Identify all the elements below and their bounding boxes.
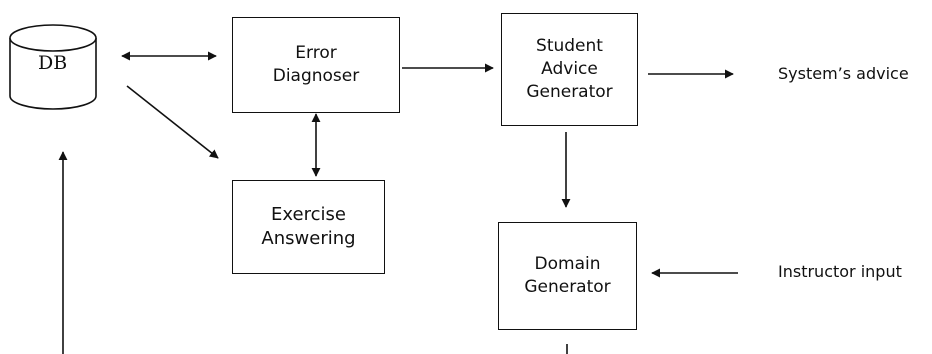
exercise-answering-line-1: Exercise (271, 203, 346, 225)
student-advice-generator-line-1: Student (536, 36, 603, 57)
student-advice-generator-line-2: Advice (541, 59, 598, 80)
error-diagnoser-box: Error Diagnoser (232, 17, 400, 113)
exercise-answering-box: Exercise Answering (232, 180, 385, 274)
error-diagnoser-line-2: Diagnoser (272, 66, 360, 86)
domain-generator-line-2: Generator (524, 277, 611, 297)
db-cylinder-icon (9, 24, 97, 110)
domain-generator-line-1: Domain (534, 254, 601, 275)
instructor-input-label: Instructor input (778, 262, 902, 281)
exercise-answering-line-2: Answering (261, 228, 356, 249)
student-advice-generator-box: Student Advice Generator (501, 13, 638, 126)
student-advice-generator-line-3: Generator (526, 81, 613, 102)
error-diagnoser-line-1: Error (295, 43, 337, 64)
db-label: DB (38, 52, 68, 74)
arrow-db-exercise-answering (126, 85, 219, 159)
systems-advice-label: System’s advice (778, 64, 909, 83)
domain-generator-box: Domain Generator (498, 222, 637, 330)
